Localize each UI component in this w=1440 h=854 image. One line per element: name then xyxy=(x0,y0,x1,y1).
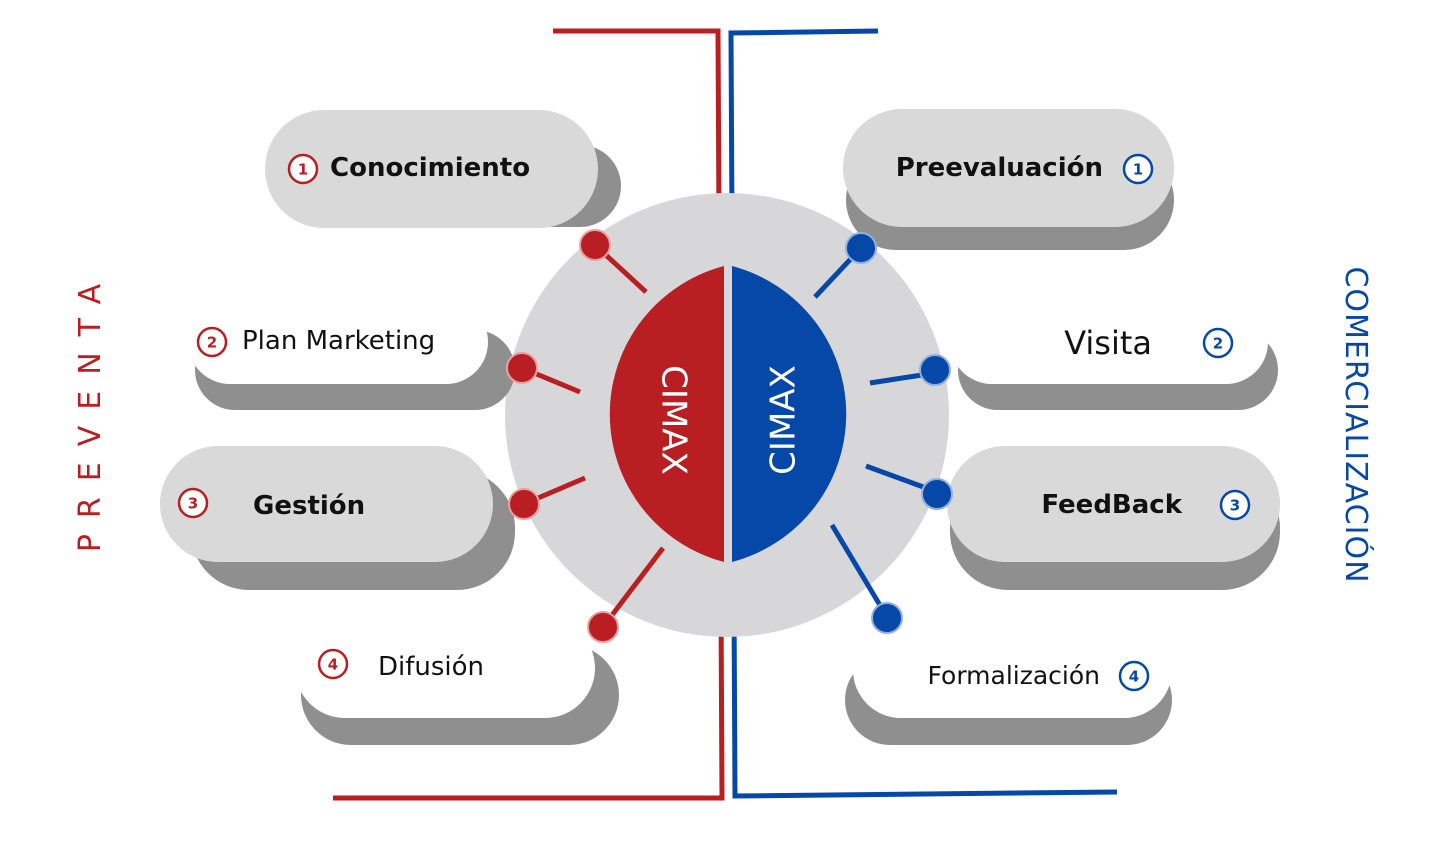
number-badge-text: 1 xyxy=(1133,161,1143,179)
node-bubble xyxy=(188,300,488,384)
node-label: Conocimiento xyxy=(330,153,530,183)
node-bubble xyxy=(843,109,1174,227)
core-left-label: CIMAX xyxy=(654,365,694,475)
comercializacion-connector-dots xyxy=(845,232,953,634)
dot-conocimiento xyxy=(579,229,611,261)
comercializacion-node-visita: 2 Visita xyxy=(950,300,1278,410)
dot-plan-marketing xyxy=(506,352,538,384)
dot-visita xyxy=(919,354,951,386)
number-badge xyxy=(1219,489,1251,521)
core-red-half xyxy=(609,266,724,562)
comercializacion-node-preevaluacion: 1 Preevaluación xyxy=(843,109,1174,250)
node-bubble xyxy=(947,446,1280,562)
preventa-node-plan-marketing: 2 Plan Marketing xyxy=(188,300,515,410)
number-badge xyxy=(1202,327,1234,359)
node-bubble xyxy=(950,300,1268,384)
node-bubble xyxy=(295,618,595,718)
number-badge-text: 3 xyxy=(188,495,198,513)
node-label: Gestión xyxy=(253,491,365,521)
core-blue-half xyxy=(732,266,847,562)
node-label: FeedBack xyxy=(1041,490,1182,520)
number-badge xyxy=(177,487,209,519)
node-label: Difusión xyxy=(378,652,484,682)
node-bubble xyxy=(160,446,493,562)
number-badge xyxy=(1122,153,1154,185)
dot-gestion xyxy=(508,488,540,520)
node-label: Plan Marketing xyxy=(242,326,435,356)
number-badge-text: 2 xyxy=(207,334,217,352)
dot-feedback xyxy=(921,478,953,510)
number-badge-text: 3 xyxy=(1230,497,1240,515)
node-label: Formalización xyxy=(928,661,1100,690)
dot-formalizacion xyxy=(871,602,903,634)
number-badge-text: 4 xyxy=(328,656,338,674)
comercializacion-node-formalizacion: 4 Formalización xyxy=(845,622,1172,745)
comercializacion-title: COMERCIALIZACIÓN xyxy=(1338,266,1375,583)
node-label: Visita xyxy=(1064,324,1152,362)
node-bubble xyxy=(265,110,598,228)
number-badge xyxy=(1118,660,1150,692)
number-badge-text: 4 xyxy=(1129,668,1139,686)
core-outer-ring xyxy=(505,193,949,637)
preventa-title: PREVENTA xyxy=(73,268,108,552)
node-bubble xyxy=(853,622,1172,718)
preventa-node-conocimiento: 1 Conocimiento xyxy=(265,110,621,228)
spoke-difusion xyxy=(601,546,665,629)
number-badge-text: 1 xyxy=(298,161,308,179)
node-label: Preevaluación xyxy=(896,153,1103,183)
preventa-node-gestion: 3 Gestión xyxy=(160,446,515,590)
preventa-connector-dots xyxy=(506,229,619,643)
dot-difusion xyxy=(587,611,619,643)
core-right-label: CIMAX xyxy=(764,365,804,475)
number-badge xyxy=(317,648,349,680)
dot-preevaluacion xyxy=(845,232,877,264)
number-badge-text: 2 xyxy=(1213,335,1223,353)
number-badge xyxy=(196,326,228,358)
comercializacion-node-feedback: 3 FeedBack xyxy=(947,446,1280,590)
number-badge xyxy=(287,153,319,185)
spoke-formalizacion xyxy=(829,523,890,619)
preventa-node-difusion: 4 Difusión xyxy=(295,618,619,745)
